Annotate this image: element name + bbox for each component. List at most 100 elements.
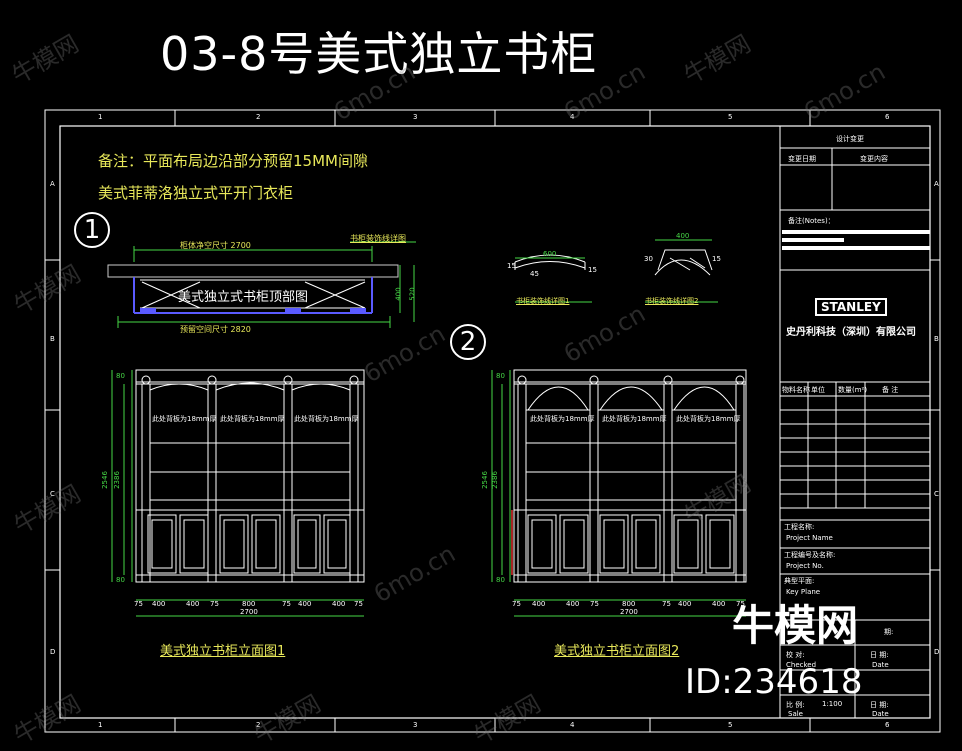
note-line-1: 备注：平面布局边沿部分预留15MM间隙 <box>98 152 368 170</box>
plan-side-dim: 400 <box>394 287 403 301</box>
elev1-width-dim: 75 <box>134 600 143 608</box>
elev1-total-width: 2700 <box>240 608 258 616</box>
grid-col-label: 1 <box>98 721 103 729</box>
grid-row-label: B <box>50 335 55 343</box>
elev1-height-dim: 2546 <box>100 471 109 489</box>
drawing-title: 03-8号美式独立书柜 <box>160 27 598 81</box>
tb-design-change: 设计变更 <box>836 135 864 143</box>
tb-check-en: Checked <box>786 661 817 669</box>
grid-row-label: D <box>50 648 56 656</box>
elev2-width-dim: 400 <box>712 600 726 608</box>
tb-date3-en: Date <box>872 710 889 718</box>
elev2-width-dim: 75 <box>512 600 521 608</box>
grid-col-label: 2 <box>256 721 261 729</box>
grid-col-label: 6 <box>885 721 890 729</box>
elev2-small-dim: 80 <box>496 372 505 380</box>
grid-col-label: 6 <box>885 113 890 121</box>
grid-row-label: B <box>934 335 939 343</box>
detail2-dim: 15 <box>712 255 721 263</box>
tb-key-plan-cn: 典型平面: <box>784 577 815 585</box>
tb-scale-cn: 比 例: <box>786 701 805 709</box>
elev1-small-dim: 80 <box>116 372 125 380</box>
elev1-height-dim: 2386 <box>112 471 121 489</box>
elev1-width-dim: 800 <box>242 600 256 608</box>
detail2-dim: 400 <box>676 232 690 240</box>
elev2-width-dim: 75 <box>662 600 671 608</box>
plan-detail-link: 书柜装饰线详图 <box>350 234 406 243</box>
detail1-dim: 15 <box>507 262 516 270</box>
detail2-label: 书柜装饰线详图2 <box>645 297 699 305</box>
grid-col-label: 3 <box>413 721 418 729</box>
plan-center-label: 美式独立式书柜顶部图 <box>178 290 309 305</box>
plan-bottom-dimension: 预留空间尺寸 2820 <box>180 325 251 334</box>
tb-key-plan-en: Key Plane <box>786 588 821 596</box>
detail1-dim: 15 <box>588 266 597 274</box>
elev1-width-dim: 75 <box>282 600 291 608</box>
tb-project-name-cn: 工程名称: <box>784 523 815 531</box>
elev1-width-dim: 400 <box>298 600 312 608</box>
tb-project-name-en: Project Name <box>786 534 833 542</box>
grid-row-label: C <box>934 490 939 498</box>
elev1-shelf-note: 此处背板为18mm厚 <box>220 415 285 423</box>
elev2-width-dim: 800 <box>622 600 636 608</box>
tb-date-label: 期: <box>884 628 894 636</box>
tb-date2-cn: 日 期: <box>870 651 889 659</box>
tb-change-content: 变更内容 <box>860 155 888 163</box>
plan-top-dimension: 柜体净空尺寸 2700 <box>180 241 251 250</box>
grid-col-label: 5 <box>728 721 733 729</box>
grid-row-label: A <box>50 180 55 188</box>
detail1-label: 书柜装饰线详图1 <box>516 297 570 305</box>
grid-row-label: A <box>934 180 939 188</box>
elev2-small-dim: 80 <box>496 576 505 584</box>
elev2-height-dim: 2386 <box>490 471 499 489</box>
grid-row-label: D <box>934 648 940 656</box>
detail1-dim: 600 <box>543 250 557 258</box>
elev1-width-dim: 400 <box>186 600 200 608</box>
elev2-caption: 美式独立书柜立面图2 <box>554 644 680 659</box>
tb-material-header: 物料名称 <box>782 386 810 394</box>
grid-row-label: C <box>50 490 55 498</box>
grid-col-label: 5 <box>728 113 733 121</box>
grid-col-label: 3 <box>413 113 418 121</box>
elev2-width-dim: 400 <box>566 600 580 608</box>
elev1-width-dim: 75 <box>210 600 219 608</box>
elev2-shelf-note: 此处背板为18mm厚 <box>530 415 595 423</box>
grid-col-label: 4 <box>570 113 575 121</box>
view-marker-2: 2 <box>450 324 486 360</box>
tb-brand-logo: STANLEY <box>815 298 887 316</box>
plan-side-dim: 520 <box>408 287 417 301</box>
tb-project-no-en: Project No. <box>786 562 824 570</box>
tb-remarks: 备注(Notes)： <box>788 217 835 225</box>
elev2-width-dim: 400 <box>678 600 692 608</box>
tb-scale-value: 1:100 <box>822 700 843 708</box>
elev2-height-dim: 2546 <box>480 471 489 489</box>
tb-check-cn: 校 对: <box>786 651 805 659</box>
elev1-width-dim: 400 <box>332 600 346 608</box>
detail1-dim: 45 <box>530 270 539 278</box>
elev2-total-width: 2700 <box>620 608 638 616</box>
tb-project-no-cn: 工程编号及名称: <box>784 551 836 559</box>
elev2-shelf-note: 此处背板为18mm厚 <box>676 415 741 423</box>
tb-material-header: 单位 <box>811 386 825 394</box>
elev1-shelf-note: 此处背板为18mm厚 <box>294 415 359 423</box>
grid-col-label: 1 <box>98 113 103 121</box>
grid-col-label: 4 <box>570 721 575 729</box>
view-marker-1: 1 <box>74 212 110 248</box>
watermark-id: ID:234618 <box>685 662 863 702</box>
tb-date2-en: Date <box>872 661 889 669</box>
elev1-caption: 美式独立书柜立面图1 <box>160 644 286 659</box>
watermark-brand-large: 牛模网 <box>732 601 859 650</box>
tb-change-date: 变更日期 <box>788 155 816 163</box>
elev1-small-dim: 80 <box>116 576 125 584</box>
tb-company: 史丹利科技（深圳）有限公司 <box>786 327 916 338</box>
tb-material-header: 数量(m²) <box>838 386 868 394</box>
tb-date3-cn: 日 期: <box>870 701 889 709</box>
elev2-width-dim: 400 <box>532 600 546 608</box>
tb-scale-en: Sale <box>788 710 803 718</box>
elev2-width-dim: 75 <box>736 600 745 608</box>
tb-material-header: 备 注 <box>882 386 899 394</box>
elev2-width-dim: 75 <box>590 600 599 608</box>
note-line-2: 美式菲蒂洛独立式平开门衣柜 <box>98 184 294 202</box>
detail2-dim: 30 <box>644 255 653 263</box>
